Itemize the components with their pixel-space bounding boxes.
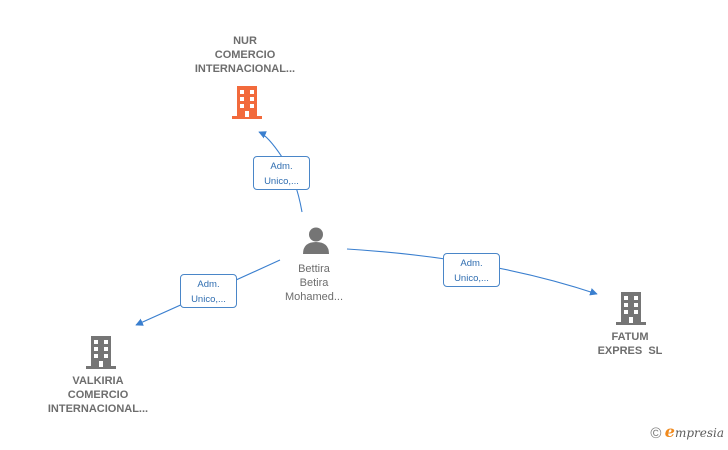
relation-role: Adm. [197, 279, 220, 290]
company-name-line: INTERNACIONAL... [47, 403, 149, 415]
brand-logo: empresia [664, 422, 724, 441]
relation-badge-fatum[interactable]: Adm. Unico,... [443, 253, 500, 287]
company-name-line: FATUM [611, 331, 649, 343]
person-name-line: Mohamed... [284, 291, 344, 303]
company-label-nur[interactable]: NUR COMERCIO INTERNACIONAL... [165, 34, 325, 76]
company-name-line: EXPRES SL [597, 345, 663, 357]
company-name-line: VALKIRIA [72, 375, 124, 387]
relation-role: Unico,... [191, 294, 226, 305]
empresia-watermark: © empresia [650, 422, 724, 442]
company-name-line: INTERNACIONAL... [194, 63, 296, 75]
building-icon[interactable] [85, 334, 117, 370]
building-icon[interactable] [615, 290, 647, 326]
building-icon[interactable] [231, 84, 263, 120]
relation-role: Unico,... [264, 176, 299, 187]
relation-role: Adm. [460, 258, 483, 269]
relation-role: Unico,... [454, 273, 489, 284]
company-name-line: NUR [233, 35, 257, 47]
company-label-fatum[interactable]: FATUM EXPRES SL [570, 330, 690, 358]
company-name-line: COMERCIO [214, 49, 276, 61]
person-icon[interactable] [301, 226, 331, 254]
relation-role: Adm. [270, 161, 293, 172]
company-label-valkiria[interactable]: VALKIRIA COMERCIO INTERNACIONAL... [18, 374, 178, 416]
copyright-icon: © [650, 425, 662, 442]
person-label[interactable]: Bettira Betira Mohamed... [254, 262, 374, 304]
company-name-line: COMERCIO [67, 389, 129, 401]
relation-badge-valkiria[interactable]: Adm. Unico,... [180, 274, 237, 308]
person-name-line: Bettira [298, 263, 330, 275]
person-name-line: Betira [299, 277, 329, 289]
relation-badge-nur[interactable]: Adm. Unico,... [253, 156, 310, 190]
